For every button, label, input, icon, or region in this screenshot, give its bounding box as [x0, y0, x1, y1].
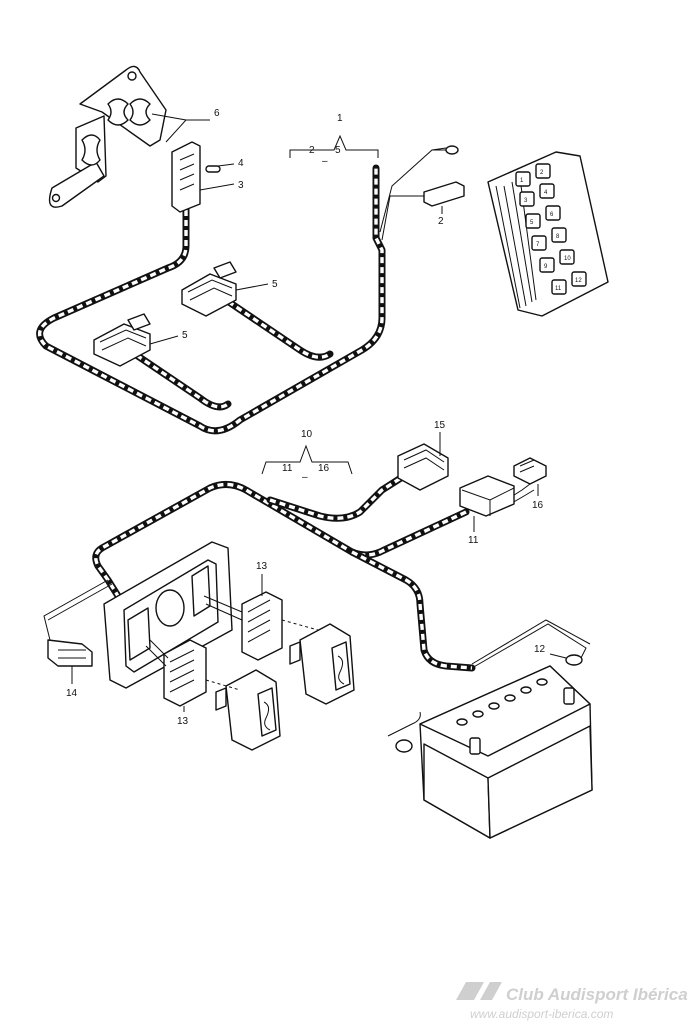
connector-leads	[145, 639, 169, 667]
watermark: Club Audisport Ibérica www.audisport-ibe…	[456, 982, 688, 1021]
callout-11: 11	[468, 535, 479, 546]
callout-15: 15	[434, 420, 446, 431]
fuse-relay-panel: 1 2 3 4 5 6 7 8 9 10 11 12	[487, 151, 609, 317]
callout-16-top: 16	[318, 463, 330, 474]
fuse-label: 1	[520, 178, 524, 184]
callout-5: 5	[335, 145, 341, 156]
watermark-title: Club Audisport Ibérica	[506, 985, 688, 1004]
lower-harness-wire	[43, 472, 591, 672]
callout-12: 12	[534, 644, 546, 655]
battery-cable-end	[387, 654, 583, 753]
fuse-label: 9	[544, 264, 548, 270]
callout-14: 14	[66, 688, 78, 699]
harness-connector	[93, 313, 151, 367]
assembly-line	[205, 619, 319, 691]
callout-1: 1	[337, 113, 343, 124]
callout-dash: –	[302, 472, 308, 483]
rocker-switch	[215, 669, 281, 751]
callout-2: 2	[309, 145, 315, 156]
fuse-label: 4	[544, 190, 548, 196]
connector-leads	[203, 595, 243, 621]
inline-connector	[397, 443, 449, 491]
harness-connector	[181, 261, 237, 317]
fuse-label: 12	[575, 278, 582, 284]
callout-5-b: 5	[182, 330, 188, 341]
callout-group-1: 1 2 – 5	[289, 113, 379, 167]
fuse-label: 8	[556, 234, 560, 240]
ground-terminal	[423, 145, 465, 207]
callout-10: 10	[301, 429, 313, 440]
fuse-label: 3	[524, 198, 528, 204]
battery	[419, 665, 593, 839]
fuse-label: 2	[540, 170, 544, 176]
fuse-label: 5	[530, 220, 534, 226]
callout-group-10: 10 11 – 16	[261, 429, 353, 483]
relay-bracket	[48, 65, 167, 208]
callout-13-a: 13	[256, 561, 268, 572]
callout-11-top: 11	[282, 463, 293, 474]
callout-6: 6	[214, 108, 220, 119]
spade-connector	[513, 457, 547, 485]
callout-16: 16	[532, 500, 544, 511]
watermark-url: www.audisport-iberica.com	[470, 1007, 613, 1021]
switch-connector	[241, 591, 283, 661]
relay-connector	[171, 141, 221, 213]
switch-connector	[163, 639, 207, 707]
callout-5-a: 5	[272, 279, 278, 290]
fuse-label: 6	[550, 212, 554, 218]
callout-dash: –	[322, 156, 328, 167]
callout-4: 4	[238, 158, 244, 169]
callout-13-b: 13	[177, 716, 189, 727]
fuse-grid: 1 2 3 4 5 6 7 8 9 10 11 12	[515, 163, 587, 295]
rocker-switch	[289, 623, 355, 705]
watermark-logo-icon	[456, 982, 484, 1000]
callout-2-fuse: 2	[438, 216, 444, 227]
fuse-label: 7	[536, 242, 540, 248]
plug-connector	[47, 639, 93, 667]
relay-box	[459, 475, 515, 517]
upper-harness-wire	[36, 147, 447, 435]
watermark-logo-icon	[480, 982, 502, 1000]
switch-mounting-panel	[103, 541, 233, 689]
fuse-label: 10	[564, 256, 571, 262]
callout-3: 3	[238, 180, 244, 191]
fuse-label: 11	[555, 286, 562, 292]
